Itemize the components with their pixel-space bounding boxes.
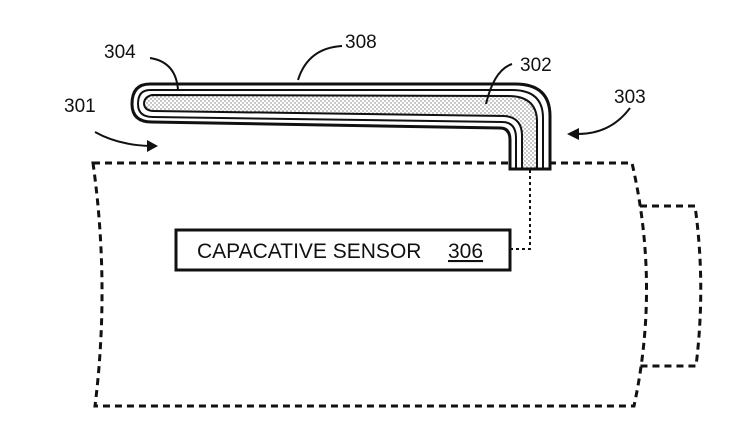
sensor-ref-306: 306: [448, 240, 483, 263]
device-body-outline: [91, 161, 648, 408]
ref-label-304: 304: [104, 42, 136, 63]
stippled-core-302: [142, 93, 538, 170]
sensor-connector-line: [510, 169, 531, 250]
arrow-301: [94, 131, 151, 147]
capacitive-sensor-box: [174, 228, 512, 272]
leader-304: [149, 57, 179, 91]
ref-label-308: 308: [345, 32, 377, 53]
ref-label-301: 301: [64, 96, 96, 117]
ref-label-302: 302: [520, 55, 552, 76]
arrow-301-head: [147, 140, 158, 152]
leader-302: [485, 63, 513, 105]
arrow-303: [574, 107, 631, 136]
ref-label-303: 303: [614, 87, 646, 108]
device-side-tab: [640, 204, 703, 368]
arrow-303-head: [567, 128, 579, 140]
leader-308: [297, 45, 343, 81]
sensor-label: CAPACATIVE SENSOR: [197, 240, 421, 263]
